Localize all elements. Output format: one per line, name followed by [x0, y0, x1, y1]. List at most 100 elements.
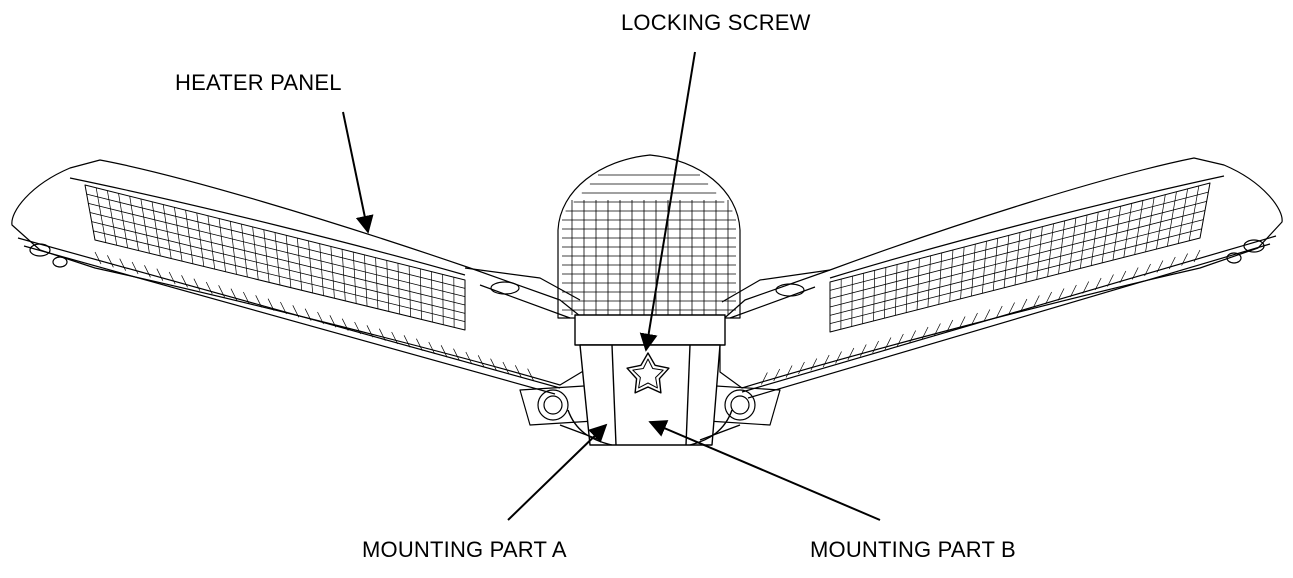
- drawing-line: [502, 361, 510, 375]
- drawing-line: [1167, 191, 1177, 247]
- drawing-line: [949, 249, 954, 302]
- drawing-line: [354, 321, 361, 335]
- drawing-line: [1101, 209, 1110, 263]
- drawing-line: [1107, 274, 1114, 287]
- drawing-line: [419, 268, 422, 320]
- drawing-line: [477, 355, 485, 368]
- drawing-line: [862, 273, 864, 324]
- drawing-line: [982, 241, 987, 294]
- drawing-line: [119, 258, 127, 271]
- mounting-hub: [559, 314, 741, 446]
- drawing-line: [1003, 235, 1010, 288]
- drawing-line: [884, 267, 887, 319]
- arrow-locking-screw: [639, 51, 696, 352]
- drawing-line: [378, 328, 386, 341]
- drawing-line: [971, 244, 976, 297]
- drawing-line: [218, 218, 226, 272]
- drawing-line: [95, 187, 107, 243]
- drawing-line: [263, 229, 270, 283]
- drawing-line: [946, 319, 954, 333]
- arrow-mounting-part-b: [648, 420, 881, 521]
- drawing-line: [229, 221, 237, 275]
- drawing-line: [375, 257, 379, 309]
- drawing-line: [1168, 256, 1176, 270]
- drawing-line: [958, 316, 966, 329]
- drawing-line: [397, 263, 401, 315]
- drawing-line: [1188, 185, 1200, 241]
- drawing-line: [909, 330, 917, 343]
- drawing-line: [894, 264, 898, 316]
- drawing-line: [442, 274, 444, 325]
- drawing-line: [995, 305, 1003, 319]
- drawing-line: [1079, 214, 1088, 269]
- drawing-line: [162, 204, 172, 259]
- drawing-line: [1020, 298, 1028, 312]
- drawing-line: [292, 305, 300, 318]
- drawing-line: [243, 291, 250, 305]
- drawing-line: [921, 326, 929, 340]
- drawing-line: [255, 295, 263, 308]
- drawing-line: [403, 335, 411, 348]
- drawing-line: [352, 252, 357, 304]
- drawing-line: [1112, 206, 1121, 261]
- drawing-line: [872, 340, 879, 354]
- drawing-line: [859, 344, 867, 357]
- drawing-line: [514, 365, 522, 378]
- drawing-line: [1094, 277, 1102, 291]
- drawing-line: [835, 351, 842, 364]
- arrow-mounting-part-a: [507, 423, 608, 521]
- drawing-line: [971, 312, 978, 326]
- drawing-line: [1193, 249, 1201, 263]
- drawing-line: [1123, 203, 1133, 258]
- drawing-line: [1057, 288, 1065, 301]
- drawing-line: [938, 252, 943, 305]
- right-heater-panel: [691, 157, 1283, 426]
- drawing-line: [151, 201, 161, 256]
- drawing-line: [174, 207, 183, 262]
- drawing-line: [140, 198, 150, 254]
- drawing-line: [341, 318, 349, 331]
- drawing-line: [308, 240, 313, 293]
- drawing-line: [205, 281, 213, 295]
- drawing-line: [1134, 200, 1144, 255]
- drawing-line: [107, 190, 118, 246]
- left-panel-housing: [11, 159, 586, 386]
- drawing-line: [1156, 194, 1166, 250]
- drawing-line: [304, 308, 312, 321]
- drawing-line: [297, 238, 303, 291]
- drawing-line: [319, 243, 324, 296]
- drawing-line: [810, 358, 818, 371]
- label-mounting-part-b: MOUNTING PART B: [810, 537, 1016, 562]
- drawing-line: [1025, 229, 1032, 283]
- drawing-line: [156, 268, 164, 281]
- drawing-line: [144, 265, 151, 278]
- drawing-line: [992, 238, 998, 291]
- drawing-line: [453, 348, 460, 361]
- drawing-line: [851, 276, 853, 327]
- drawing-line: [1070, 284, 1077, 298]
- drawing-line: [118, 193, 128, 248]
- drawing-line: [185, 210, 194, 264]
- center-heater-panel: [557, 154, 741, 319]
- drawing-line: [329, 315, 337, 328]
- drawing-line: [168, 271, 176, 285]
- drawing-line: [490, 358, 497, 371]
- drawing-line: [131, 261, 139, 275]
- drawing-line: [207, 215, 216, 270]
- drawing-line: [1177, 188, 1188, 244]
- drawing-line: [107, 255, 114, 268]
- drawing-line: [822, 354, 830, 368]
- drawing-line: [847, 347, 855, 361]
- drawing-line: [773, 368, 781, 382]
- drawing-line: [280, 301, 287, 315]
- drawing-line: [94, 251, 102, 265]
- drawing-line: [983, 309, 991, 322]
- drawing-line: [193, 278, 201, 291]
- drawing-line: [1131, 267, 1139, 280]
- drawing-line: [1032, 295, 1040, 308]
- drawing-line: [341, 249, 346, 301]
- drawing-line: [1144, 263, 1151, 277]
- drawing-line: [267, 298, 275, 311]
